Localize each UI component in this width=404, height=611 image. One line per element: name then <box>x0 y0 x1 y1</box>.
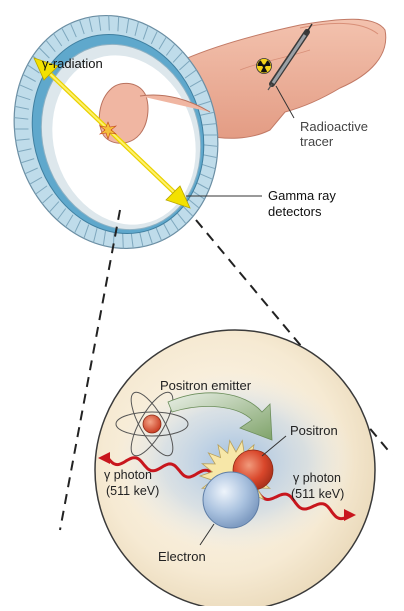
tracer-label-line2: tracer <box>300 134 334 149</box>
detector-segment <box>202 154 218 159</box>
detector-segment <box>130 233 134 249</box>
detector-segment <box>187 198 200 209</box>
detector-segment <box>169 217 179 231</box>
positron-emitter-atom <box>115 391 189 457</box>
photon-arrowhead-right <box>344 509 356 521</box>
detector-segment <box>79 19 85 35</box>
detector-segment <box>202 123 217 126</box>
detector-segment <box>150 30 158 45</box>
detector-segment <box>201 163 216 170</box>
detector-segment <box>48 201 60 213</box>
tracer-leader-line <box>275 85 295 119</box>
syringe-icon <box>267 23 313 91</box>
electron-label: Electron <box>158 549 206 564</box>
detector-segment <box>65 214 74 228</box>
detector-segment <box>22 74 36 82</box>
detector-segment <box>172 51 184 63</box>
detector-segment <box>14 117 29 120</box>
detector-segment <box>179 60 191 71</box>
detector-segment <box>184 69 197 79</box>
positron-leader-line <box>261 435 287 457</box>
detector-segment <box>16 94 31 101</box>
photon-right-label-line2: (511 keV) <box>291 487 345 501</box>
detector-segment <box>192 190 205 200</box>
detector-segment <box>38 47 50 59</box>
detector-segment <box>200 111 215 116</box>
detector-segment <box>196 182 210 190</box>
detector-segment <box>134 21 139 36</box>
detector-segment <box>189 79 203 88</box>
photon-left-label-line1: γ photon <box>104 468 152 482</box>
detector-segment <box>17 148 32 153</box>
detectors-label-line2: detectors <box>268 204 322 219</box>
detector-segment <box>126 18 130 34</box>
detector-segment <box>15 138 30 141</box>
detector-segment <box>155 226 163 241</box>
detector-segment <box>35 185 48 195</box>
detector-segment <box>29 176 43 185</box>
detector-segment <box>14 105 30 110</box>
detector-segment <box>139 231 144 247</box>
detector-segment <box>20 158 35 164</box>
positron-emitter-label: Positron emitter <box>160 378 252 393</box>
detector-segment <box>83 224 90 239</box>
emission-arrow-icon <box>167 392 273 441</box>
detector-segment <box>45 39 56 53</box>
detector-segment <box>199 173 213 180</box>
detector-segment <box>162 222 171 237</box>
detector-segment <box>176 211 187 225</box>
detector-segment <box>24 167 38 175</box>
detector-segment <box>182 205 194 217</box>
detector-segment <box>93 228 98 243</box>
detector-segment <box>53 33 63 47</box>
detector-segment <box>74 219 82 234</box>
detector-segment <box>142 25 149 40</box>
detector-segment <box>165 43 176 56</box>
detector-segment <box>108 15 110 31</box>
detector-segment <box>88 17 93 33</box>
detector-segment <box>61 27 70 42</box>
detector-segment <box>158 36 167 50</box>
detector-segment <box>197 100 212 106</box>
electron-leader-line <box>199 523 215 546</box>
patient-neck <box>139 94 211 113</box>
detector-segment <box>27 64 40 74</box>
positron-label: Positron <box>290 423 338 438</box>
detector-segment <box>19 84 33 91</box>
tracer-label-line1: Radioactive <box>300 119 368 134</box>
detector-segment <box>117 16 120 32</box>
photon-left-label-line2: (511 keV) <box>106 484 160 498</box>
detector-segment <box>194 89 208 97</box>
detectors-label-line1: Gamma ray <box>268 188 336 203</box>
detector-segment <box>69 23 77 38</box>
detector-segment <box>102 230 106 246</box>
zoom-line-left <box>59 209 121 531</box>
detector-segment <box>98 15 102 31</box>
detector-segment <box>56 208 67 221</box>
gamma-radiation-label: γ-radiation <box>42 56 103 71</box>
detector-segment <box>203 144 218 147</box>
detector-segment <box>147 229 153 245</box>
detector-segment <box>122 233 124 249</box>
detector-segment <box>41 193 53 204</box>
radiation-symbol-icon <box>256 58 272 74</box>
electron-particle <box>202 471 260 529</box>
photon-waves <box>98 452 356 521</box>
photon-arrowhead-left <box>98 452 110 464</box>
photon-right-label-line1: γ photon <box>293 471 341 485</box>
gamma-radiation-arrow <box>33 57 191 209</box>
